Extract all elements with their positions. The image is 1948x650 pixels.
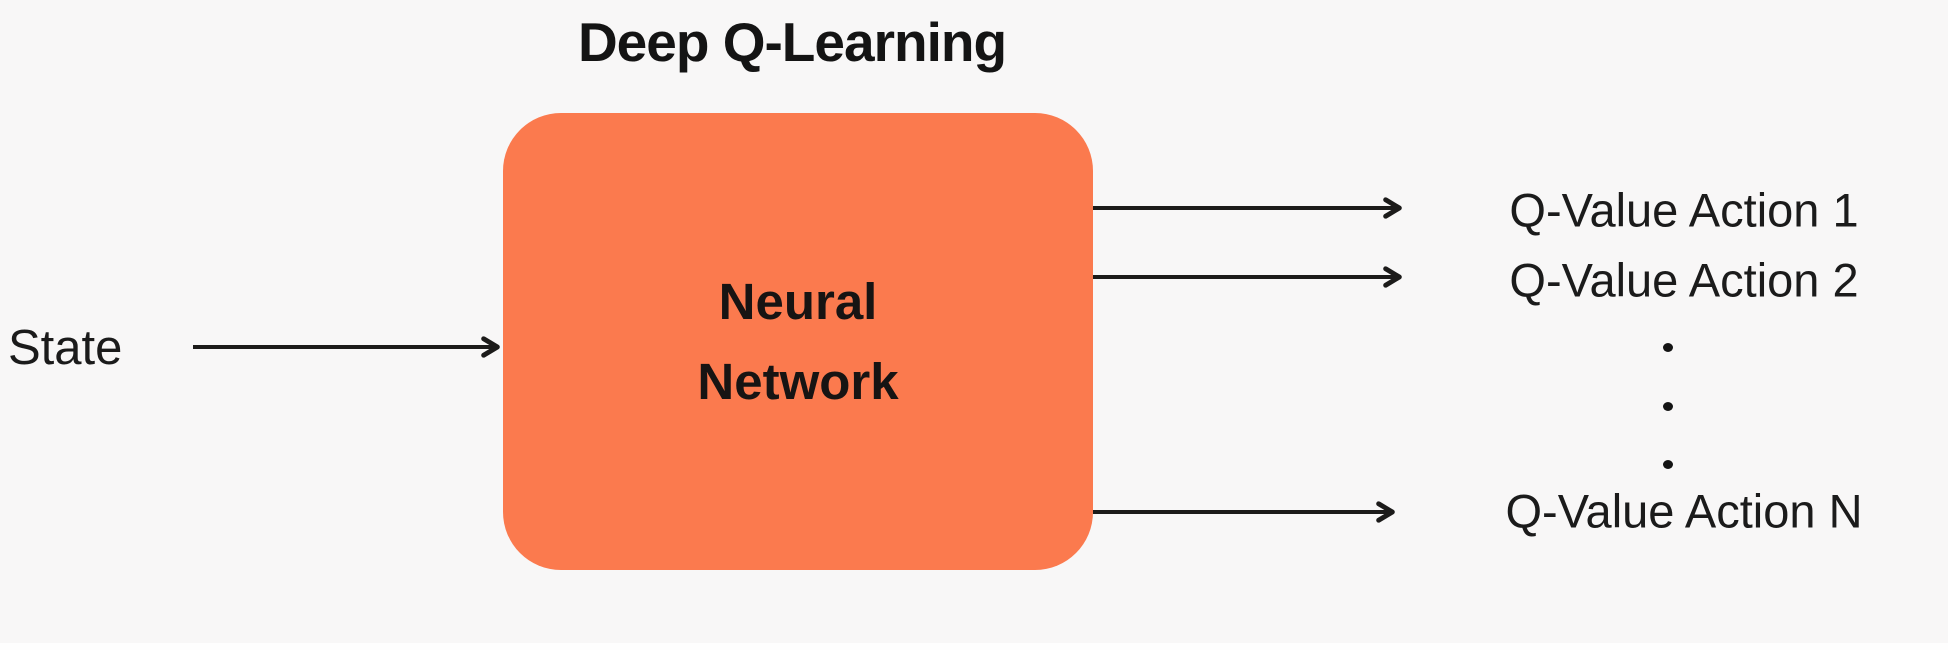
neural-network-node: Neural Network: [503, 113, 1093, 570]
output-label-2: Q-Value Action 2: [1509, 253, 1859, 307]
state-label: State: [8, 321, 123, 375]
ellipsis-dot: [1663, 460, 1673, 469]
ellipsis-dot: [1663, 343, 1673, 352]
neural-network-label-line2: Network: [697, 352, 899, 410]
output-label-n: Q-Value Action N: [1505, 484, 1863, 538]
output-label-1: Q-Value Action 1: [1509, 183, 1859, 237]
bottom-strip: [0, 643, 1948, 650]
neural-network-label-line1: Neural: [718, 272, 878, 330]
diagram-title: Deep Q-Learning: [577, 11, 1007, 73]
ellipsis-dot: [1663, 402, 1673, 411]
